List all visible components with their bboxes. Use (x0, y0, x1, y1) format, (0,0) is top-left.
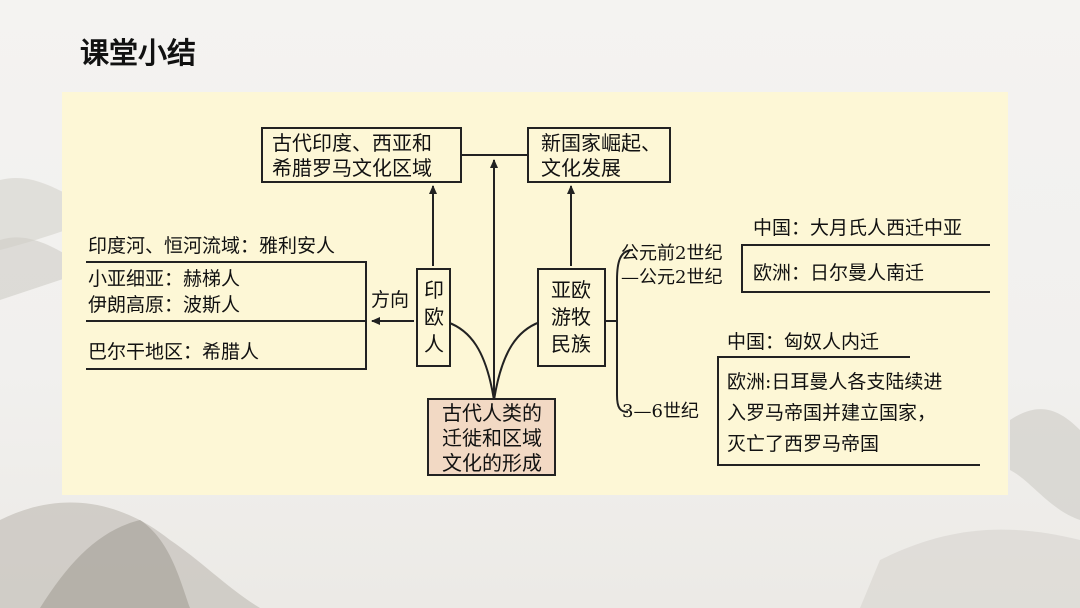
nomad-line-1: 亚欧 (551, 278, 591, 302)
period1-label-line-1: 公元前2世纪 (621, 243, 723, 264)
period1-china-label: 中国：大月氏人西迁中亚 (753, 217, 963, 239)
center-topic-box: 古代人类的 迁徙和区域 文化的形成 (427, 398, 556, 476)
indo-char-2: 欧 (424, 305, 444, 329)
page-title: 课堂小结 (80, 36, 197, 70)
balkan-label: 巴尔干地区：希腊人 (88, 341, 260, 363)
indo-european-box: 印 欧 人 (416, 268, 451, 367)
india-region-label: 印度河、恒河流域：雅利安人 (88, 235, 336, 257)
culture-region-line-1: 古代印度、西亚和 (272, 131, 432, 155)
indo-char-1: 印 (424, 278, 444, 302)
period2-china-label: 中国：匈奴人内迁 (727, 331, 880, 353)
nomad-line-3: 民族 (551, 332, 591, 356)
nomad-line-2: 游牧 (551, 305, 591, 329)
culture-region-box: 古代印度、西亚和 希腊罗马文化区域 (261, 127, 462, 183)
period1-europe-label: 欧洲：日尔曼人南迁 (753, 262, 925, 284)
period2-europe-line-3: 灭亡了西罗马帝国 (727, 433, 880, 455)
new-states-line-1: 新国家崛起、 (541, 131, 661, 155)
center-line-3: 文化的形成 (442, 451, 542, 475)
new-states-line-2: 文化发展 (541, 156, 621, 180)
center-line-2: 迁徙和区域 (442, 426, 542, 450)
indo-char-3: 人 (424, 332, 444, 356)
period2-europe-line-2: 入罗马帝国并建立国家， (727, 402, 937, 424)
period1-label-line-2: —公元2世纪 (621, 267, 723, 288)
culture-region-line-2: 希腊罗马文化区域 (272, 156, 432, 180)
asia-minor-label: 小亚细亚：赫梯人 (88, 268, 241, 290)
nomad-box: 亚欧 游牧 民族 (537, 268, 606, 367)
new-states-box: 新国家崛起、 文化发展 (527, 127, 671, 183)
period2-label: 3—6世纪 (622, 401, 699, 422)
period2-europe-line-1: 欧洲:日耳曼人各支陆续进 (727, 371, 943, 393)
direction-label: 方向 (371, 289, 410, 311)
center-line-1: 古代人类的 (442, 401, 542, 425)
iran-label: 伊朗高原：波斯人 (88, 294, 241, 316)
